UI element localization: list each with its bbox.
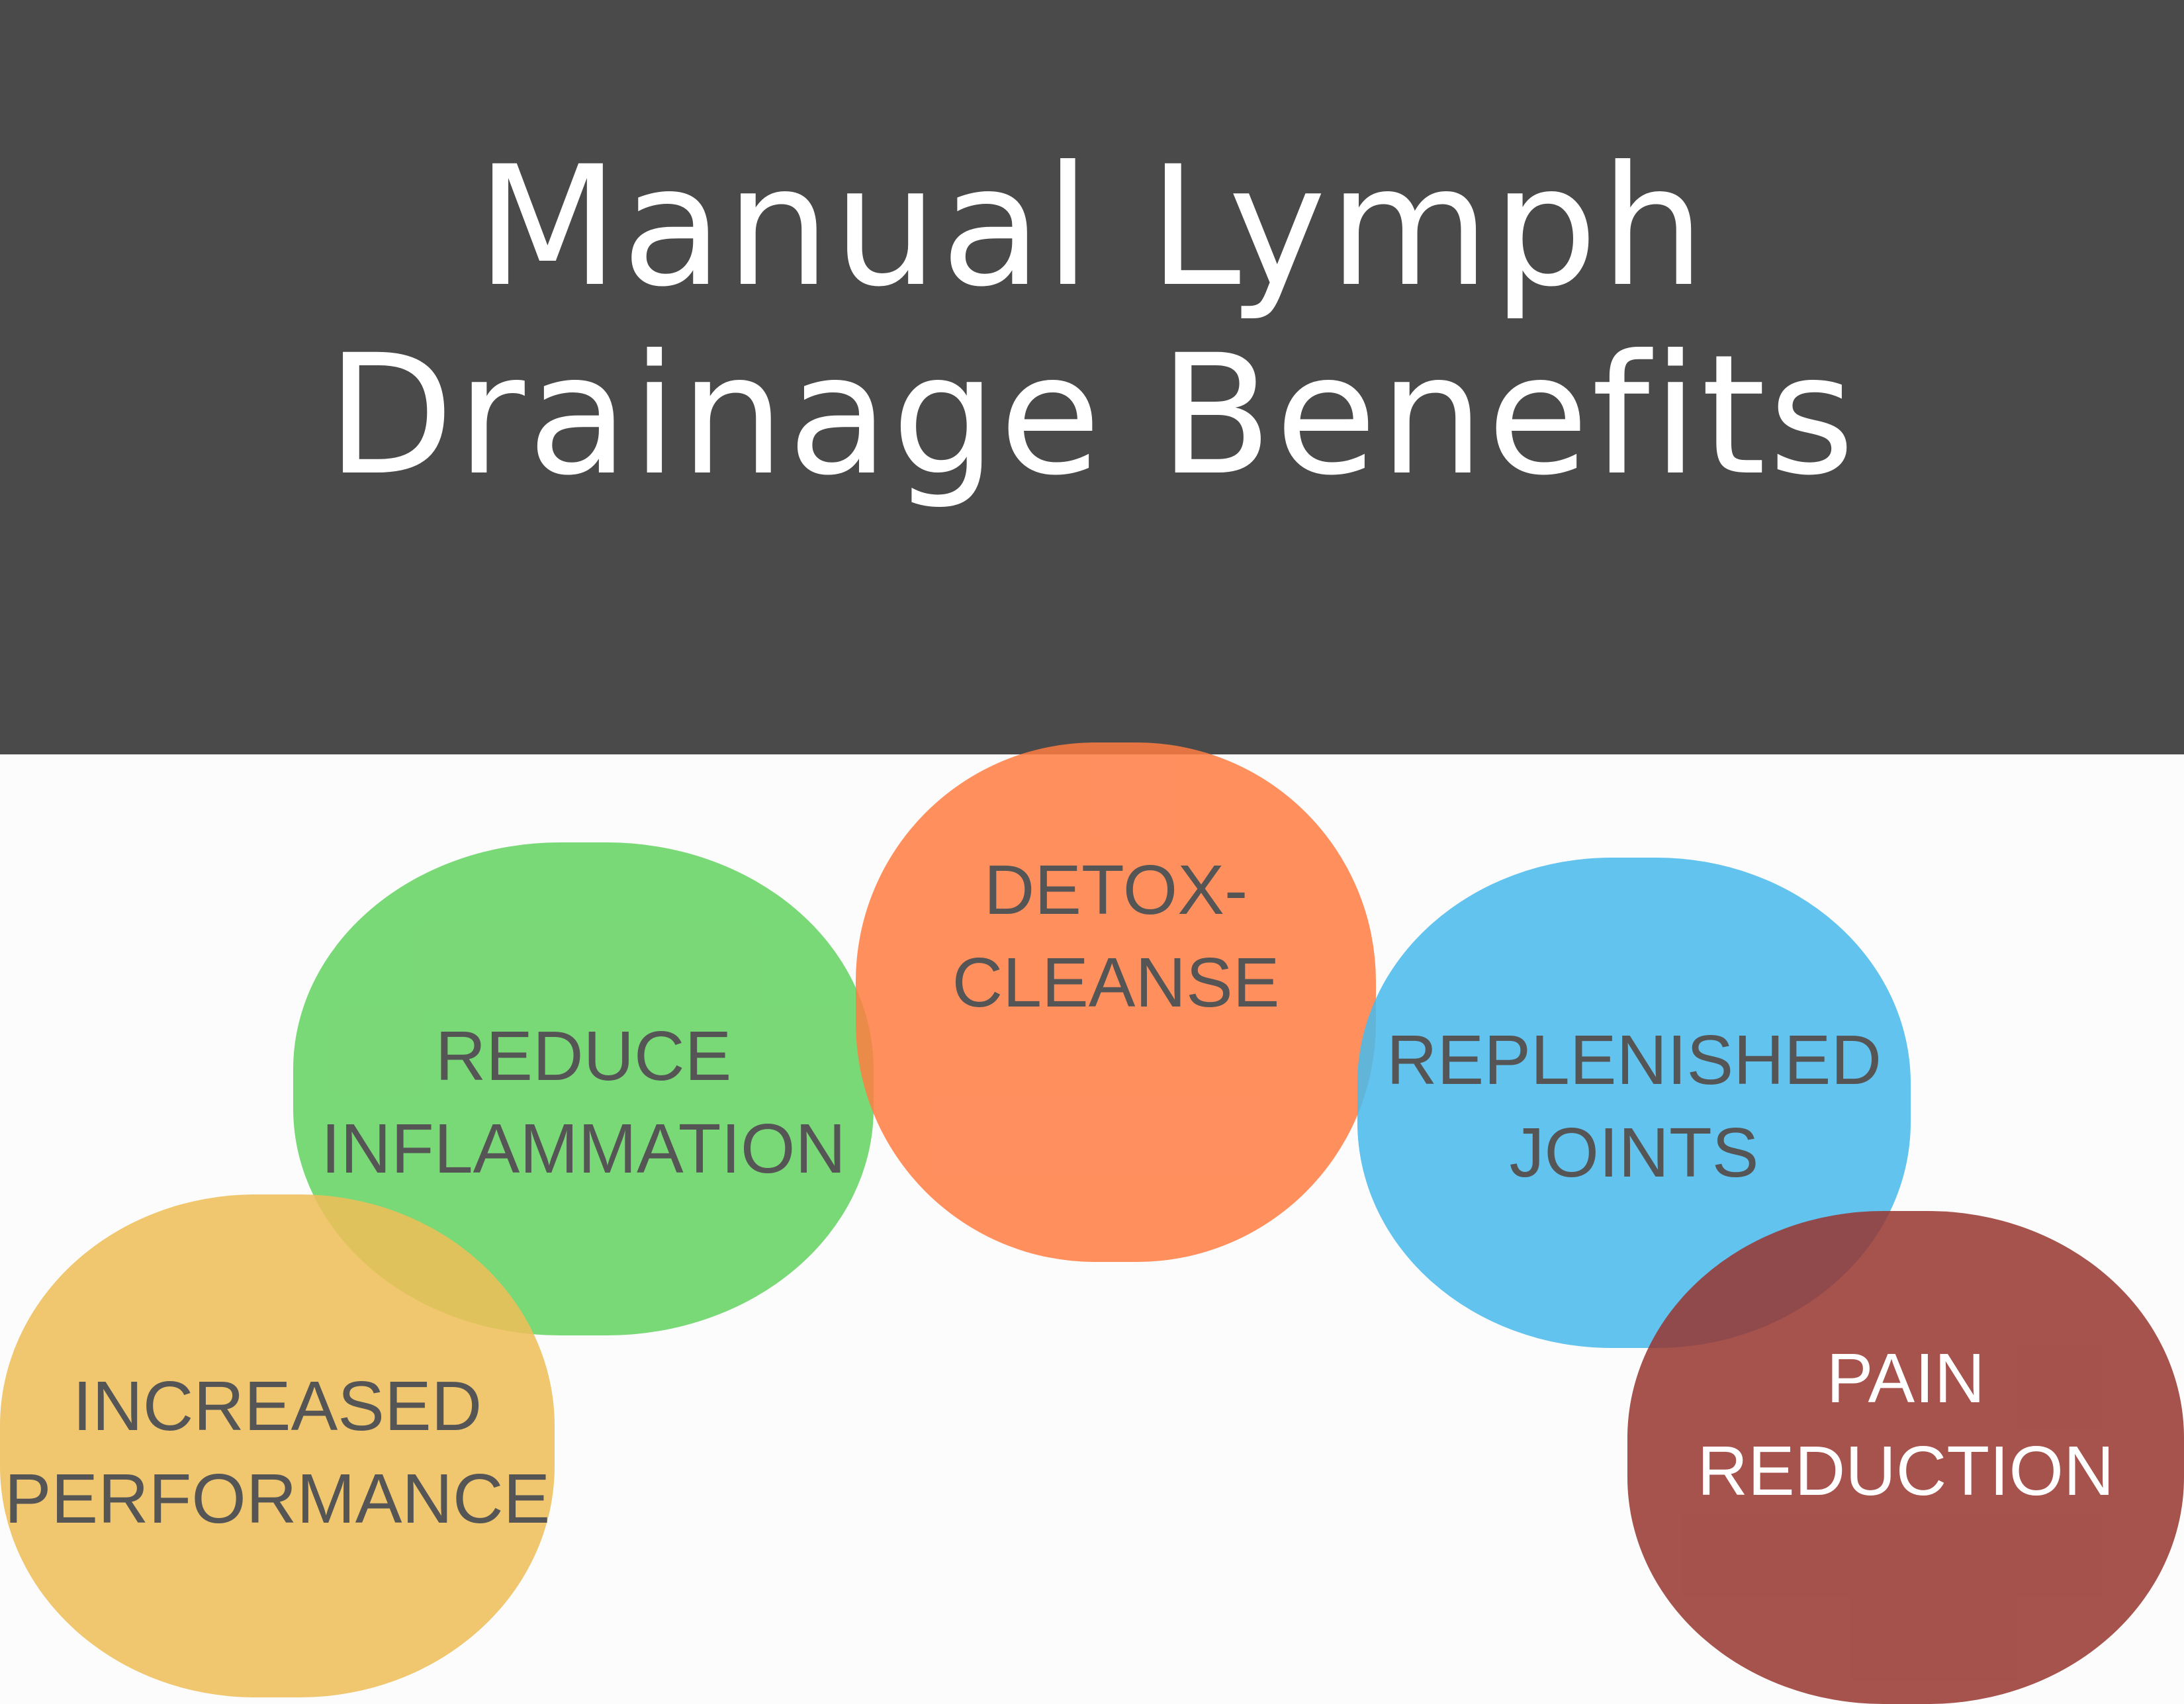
benefit-label-line-1: INCREASED bbox=[72, 1367, 482, 1445]
benefit-pain-reduction: PAIN REDUCTION bbox=[1627, 1211, 2184, 1704]
benefit-label-line-1: REDUCE bbox=[435, 1016, 732, 1095]
benefit-increased-performance: INCREASED PERFORMANCE bbox=[0, 1194, 555, 1697]
benefit-label-line-1: DETOX- bbox=[983, 850, 1248, 929]
benefit-label-line-2: REDUCTION bbox=[1697, 1431, 2115, 1510]
benefit-label-line-2: PERFORMANCE bbox=[4, 1460, 551, 1538]
title-line-1: Manual Lymph bbox=[476, 130, 1708, 323]
header-banner: Manual Lymph Drainage Benefits bbox=[0, 0, 2184, 754]
title-line-2: Drainage Benefits bbox=[326, 319, 1858, 512]
benefit-label-line-1: REPLENISHED bbox=[1386, 1020, 1882, 1099]
benefit-label-line-1: PAIN bbox=[1826, 1339, 1985, 1417]
benefit-detox-cleanse: DETOX- CLEANSE bbox=[856, 742, 1376, 1262]
benefit-label-line-2: CLEANSE bbox=[952, 943, 1280, 1022]
page-title: Manual Lymph Drainage Benefits bbox=[0, 132, 2184, 510]
benefit-label-line-2: JOINTS bbox=[1509, 1113, 1759, 1192]
benefit-label-line-2: INFLAMMATION bbox=[320, 1109, 846, 1188]
